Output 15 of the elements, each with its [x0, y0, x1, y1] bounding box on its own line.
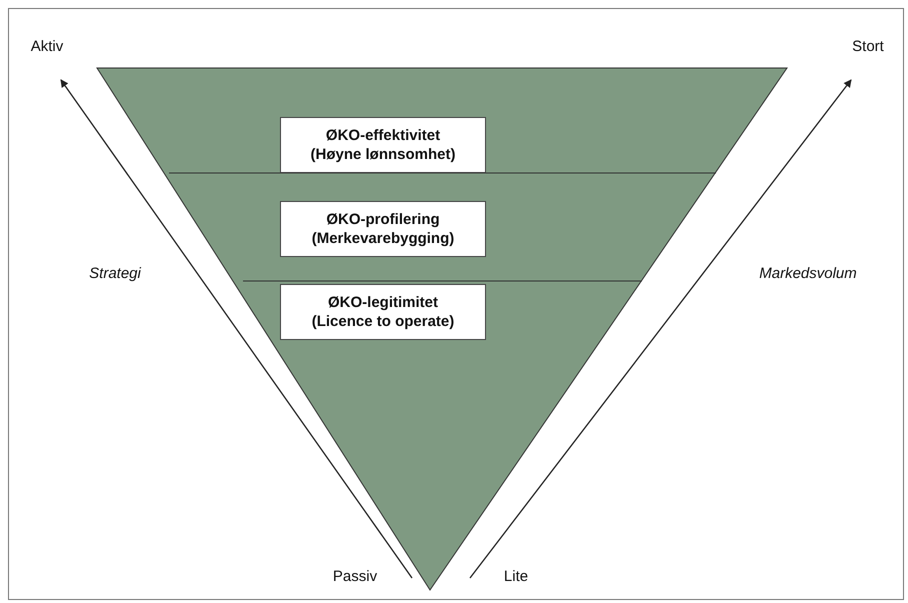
box-subtitle: (Merkevarebygging) [312, 229, 454, 248]
box-subtitle: (Høyne lønnsomhet) [310, 145, 456, 164]
axis-label: Lite [504, 568, 528, 585]
axis-label: Markedsvolum [759, 265, 857, 282]
axis-label: Stort [852, 38, 884, 55]
axis-label: Aktiv [30, 38, 64, 55]
text-box [280, 201, 486, 257]
axis-label: Passiv [332, 568, 378, 585]
box-heading: ØKO-effektivitet [326, 126, 440, 145]
box-heading: ØKO-profilering [326, 210, 440, 229]
axis-label: Strategi [89, 265, 141, 282]
box-subtitle: (Licence to operate) [312, 312, 454, 331]
box-heading: ØKO-legitimitet [328, 293, 438, 312]
text-box [280, 117, 486, 173]
text-box [280, 284, 486, 340]
